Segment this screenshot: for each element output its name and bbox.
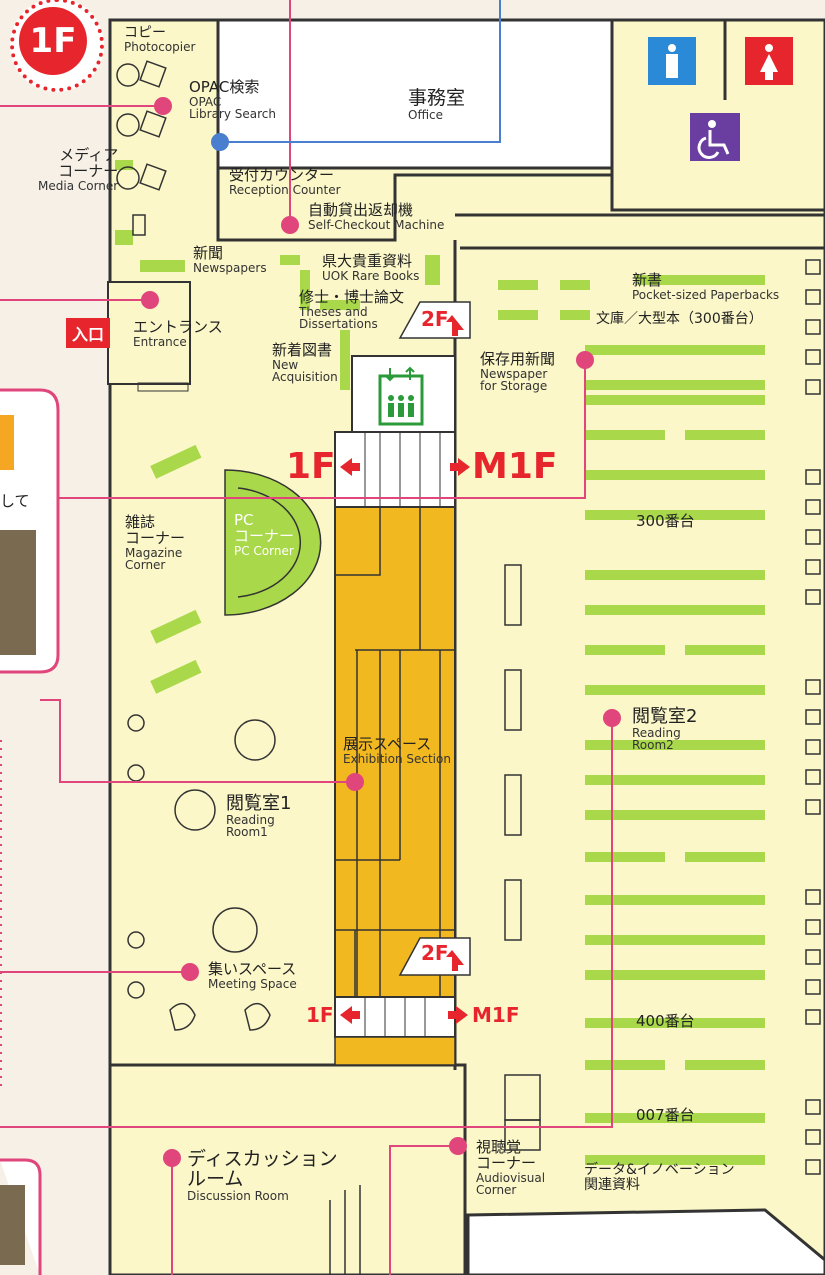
shelf-300-label: 300番台: [636, 512, 695, 530]
data-innovation-label: データ&イノベーション 関連資料: [584, 1162, 735, 1193]
entrance-tag: 入口: [66, 318, 111, 348]
theses-label: 修士・博士論文 Theses and Dissertations: [299, 288, 405, 332]
accessible-restroom-icon: [690, 113, 740, 161]
floor-badge: 1F: [10, 0, 104, 92]
entrance-label: エントランス Entrance: [133, 318, 223, 349]
opac-label: OPAC検索 OPAC Library Search: [189, 78, 276, 122]
location-markers: [141, 97, 621, 1167]
office-label: 事務室 Office: [408, 87, 466, 122]
reading-room1-label: 閲覧室1 Reading Room1: [226, 793, 292, 840]
reading-room2-label: 閲覧室2 Reading Room2: [632, 706, 698, 753]
rare-books-label: 県大貴重資料 UOK Rare Books: [322, 252, 420, 283]
shelf-400-label: 400番台: [636, 1012, 695, 1030]
pocket-paperbacks-label: 新書 Pocket-sized Paperbacks: [632, 271, 780, 302]
meeting-space-label: 集いスペース Meeting Space: [208, 960, 297, 991]
media-corner-label: メディア コーナー Media Corner: [38, 146, 119, 193]
discussion-room-label: ディスカッション ルーム Discussion Room: [187, 1148, 338, 1203]
upper-stairs-2f-label: 2F: [421, 307, 449, 331]
lower-stairs-m1f-label: M1F: [472, 1003, 520, 1027]
audiovisual-corner-label: 視聴覚 コーナー Audiovisual Corner: [476, 1138, 546, 1198]
lower-stairs-1f-label: 1F: [306, 1003, 334, 1027]
exhibition-label: 展示スペース Exhibition Section: [343, 735, 451, 766]
new-acquisition-label: 新着図書 New Acquisition: [272, 341, 338, 385]
upper-stairs-1f-label: 1F: [286, 446, 336, 487]
newspapers-label: 新聞 Newspapers: [193, 244, 267, 275]
shelf-007-label: 007番台: [636, 1106, 695, 1124]
copier-label: コピー Photocopier: [124, 25, 196, 54]
storage-newspaper-label: 保存用新聞 Newspaper for Storage: [480, 350, 556, 394]
bunko-label: 文庫／大型本（300番台）: [596, 311, 763, 327]
pc-corner-label: PC コーナー PC Corner: [234, 511, 295, 558]
bookshelves: [115, 160, 765, 1165]
upper-stairs-m1f-label: M1F: [472, 446, 558, 487]
exhibition-space: [334, 506, 456, 998]
lower-stairs-2f-label: 2F: [421, 941, 449, 965]
magazine-corner-label: 雑誌 コーナー Magazine Corner: [125, 513, 186, 573]
side-panel-text: して: [0, 492, 30, 510]
office-room: [216, 18, 614, 170]
reception-label: 受付カウンター Reception Counter: [229, 166, 341, 197]
pc-corner-desk: [224, 469, 322, 616]
self-checkout-label: 自動貸出返却機 Self-Checkout Machine: [308, 201, 445, 232]
